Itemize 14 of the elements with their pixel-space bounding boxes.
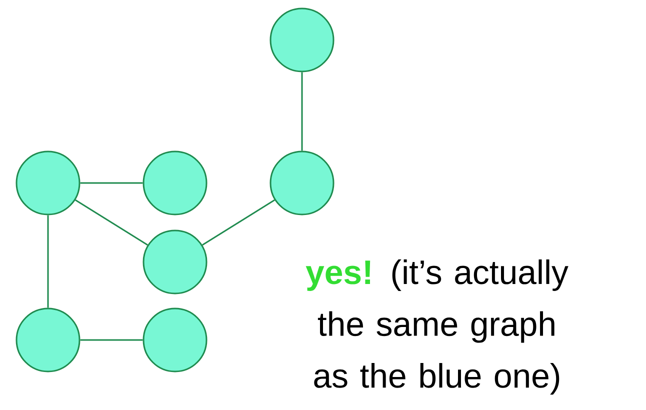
graph-vertex [142,230,208,294]
graph-vertex [16,150,80,216]
graph-vertex [16,308,80,372]
graph-vertex [142,308,208,372]
graph-edge [301,72,303,151]
graph-edge [80,339,143,341]
graph-vertex [270,150,334,216]
note-text: yes! (it’s actually the same graph as the blue one) [306,259,568,395]
graph-vertex [142,150,208,216]
graph-edge [202,199,276,246]
graph-edge [75,199,148,246]
graph-edge [80,182,143,184]
graph-vertex [270,8,334,72]
graph-edge [47,215,49,308]
